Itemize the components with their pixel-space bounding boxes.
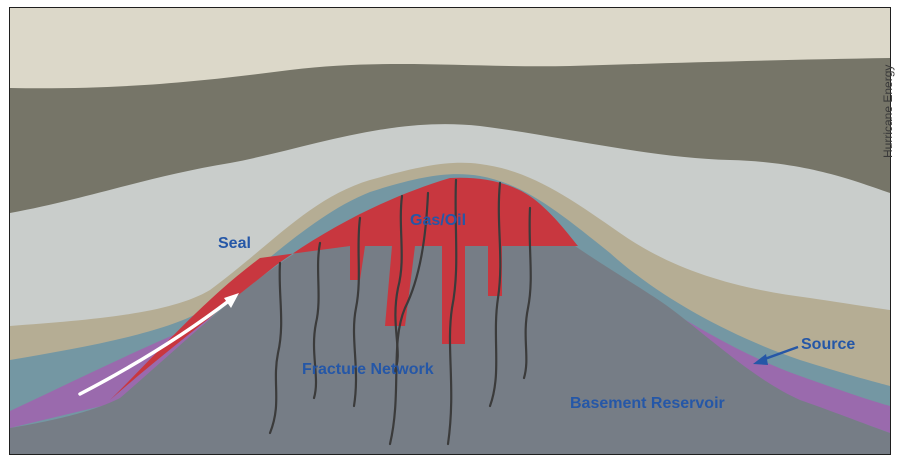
cross-section-svg: Seal Gas/Oil Fracture Network Source Bas… <box>10 8 890 454</box>
source-stratum-right <box>650 298 890 433</box>
image-credit: Hurricane Energy <box>881 64 895 158</box>
fracture-network-label: Fracture Network <box>302 361 434 378</box>
source-pointer-arrow-icon <box>753 345 799 365</box>
gas-oil-label: Gas/Oil <box>410 212 466 229</box>
basement-reservoir-label: Basement Reservoir <box>570 395 725 412</box>
gas-oil-accumulation <box>110 177 578 400</box>
cross-section-frame: Seal Gas/Oil Fracture Network Source Bas… <box>9 7 891 455</box>
fracture-lines <box>268 178 532 446</box>
seal-label: Seal <box>218 235 251 252</box>
source-label: Source <box>801 336 855 353</box>
migration-arrow-icon <box>78 293 239 396</box>
